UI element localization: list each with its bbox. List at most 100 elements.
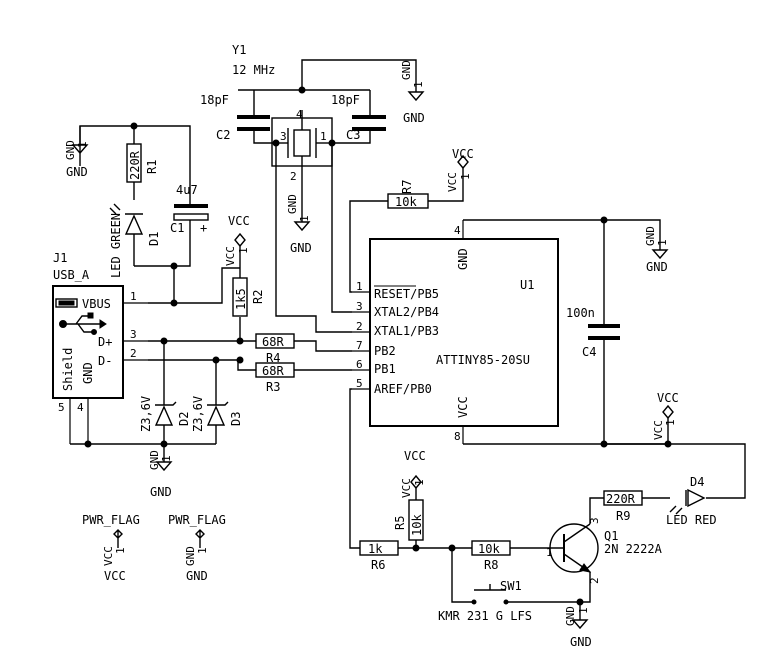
u1-num-vcc: 8 (454, 430, 461, 443)
zener-diode-d3: Z3,6V D3 (191, 396, 243, 432)
u1-vcc-label: VCC (456, 396, 470, 418)
c4-ref: C4 (582, 345, 596, 359)
c1-ref: C1 (170, 221, 184, 235)
y1-value: 12 MHz (232, 63, 275, 77)
q1-ref: Q1 (604, 529, 618, 543)
gnd-pin: 1 (412, 81, 425, 88)
sw1-value: KMR 231 G LFS (438, 609, 532, 623)
u1-pin-xtal2-label: XTAL2/PB4 (374, 305, 439, 319)
c2-ref: C2 (216, 128, 230, 142)
gnd-symbol-usb: GND 1 GND (148, 450, 173, 499)
zener-diode-d2: Z3,6V D2 (139, 396, 191, 432)
gnd-label-rot: GND (148, 450, 161, 470)
r2-value: 1k5 (234, 288, 248, 310)
r2-ref: R2 (251, 290, 265, 304)
gnd-label: GND (66, 165, 88, 179)
u1-value: ATTINY85-20SU (436, 353, 530, 367)
vcc-symbol-u1: VCC VCC 1 (652, 391, 679, 440)
d2-value: Z3,6V (139, 396, 153, 432)
y1-pin-top: 4 (296, 108, 303, 121)
d1-value: LED GREEN (109, 213, 123, 278)
vcc-label-rot: VCC (446, 172, 459, 192)
u1-num-reset: 1 (356, 280, 363, 293)
u1-pin-aref-label: AREF/PB0 (374, 382, 432, 396)
j1-shield-label: Shield (61, 348, 75, 391)
vcc-symbol-r5: VCC VCC 1 (400, 449, 426, 498)
gnd-label-rot: GND (286, 194, 299, 214)
gnd-pin: 1 (196, 547, 209, 554)
resistor-r4: 68R R4 (255, 333, 295, 365)
vcc-label: VCC (452, 147, 474, 161)
r7-ref: R7 (400, 180, 414, 194)
resistor-r3: 68R R3 (255, 362, 295, 394)
resistor-r1: 220R R1 (126, 143, 159, 183)
q1-pin-e: 2 (588, 577, 601, 584)
pwr-flag-label: PWR_FLAG (168, 513, 226, 527)
r7-value: 10k (395, 195, 417, 209)
j1-ref: J1 (53, 251, 67, 265)
c1-value: 4u7 (176, 183, 198, 197)
d3-ref: D3 (229, 412, 243, 426)
u1-num-xtal2: 3 (356, 300, 363, 313)
vcc-label-rot: VCC (224, 246, 237, 266)
j1-pin-gnd: 4 (77, 401, 84, 414)
ic-u1: U1 ATTINY85-20SU RESET/PB5 XTAL2/PB4 XTA… (352, 220, 559, 444)
pwr-flag-vcc: PWR_FLAG VCC 1 VCC (82, 513, 140, 583)
j1-value: USB_A (53, 268, 90, 282)
switch-sw1: SW1 KMR 231 G LFS (438, 579, 532, 623)
y1-pin-bottom: 2 (290, 170, 297, 183)
vcc-pin: 1 (413, 479, 426, 486)
capacitor-c1: 4u7 C1 + (170, 183, 209, 235)
r5-ref: R5 (393, 516, 407, 530)
u1-pin-pb1-label: PB1 (374, 362, 396, 376)
gnd-label-rot: GND (644, 226, 657, 246)
gnd-label: GND (403, 111, 425, 125)
vcc-pin: 1 (237, 247, 250, 254)
j1-pin-dminus: 2 (130, 347, 137, 360)
vcc-pin: 1 (664, 419, 677, 426)
vcc-symbol-r2: VCC VCC 1 (224, 214, 250, 266)
capacitor-c2: 18pF C2 (200, 93, 270, 142)
j1-pin-shield: 5 (58, 401, 65, 414)
gnd-symbol-power-led: GND 1 GND (64, 126, 89, 179)
resistor-r8: 10k R8 (471, 540, 511, 572)
vcc-pin: 1 (459, 173, 472, 180)
power-led-wiring (79, 122, 191, 307)
r4-ref: R4 (266, 351, 280, 365)
vcc-label-rot: VCC (102, 546, 115, 566)
r1-value: 220R (128, 150, 142, 180)
d1-ref: D1 (147, 232, 161, 246)
u1-num-pb2: 7 (356, 339, 363, 352)
resistor-r2: 1k5 R2 (232, 268, 265, 317)
y1-pin-left: 3 (280, 130, 287, 143)
r9-value: 220R (606, 492, 636, 506)
vcc-label: VCC (228, 214, 250, 228)
gnd-pin: 1 (577, 607, 590, 614)
gnd-pin: 1 (160, 455, 173, 462)
crystal-y1: Y1 12 MHz 3 4 1 2 (232, 43, 333, 183)
pwr-flag-gnd: PWR_FLAG GND 1 GND (168, 513, 226, 583)
u1-pin-pb2-label: PB2 (374, 344, 396, 358)
gnd-symbol-u1: GND 1 GND (644, 226, 669, 274)
j1-gnd-label: GND (81, 362, 95, 384)
crystal-wiring (238, 59, 417, 333)
u1-gnd-label: GND (456, 248, 470, 270)
vcc-label: VCC (657, 391, 679, 405)
y1-ref: Y1 (232, 43, 246, 57)
u1-num-gnd: 4 (454, 224, 461, 237)
r8-value: 10k (478, 542, 500, 556)
y1-pin-right: 1 (320, 130, 327, 143)
u1-num-xtal1: 2 (356, 320, 363, 333)
vcc-label-rot: VCC (652, 420, 665, 440)
j1-dplus-label: D+ (98, 335, 112, 349)
q1-value: 2N 2222A (604, 542, 663, 556)
r1-ref: R1 (145, 160, 159, 174)
u1-pin-reset-label: RESET/PB5 (374, 287, 439, 301)
vcc-label: VCC (404, 449, 426, 463)
c4-value: 100n (566, 306, 595, 320)
d4-value: LED RED (666, 513, 717, 527)
d4-ref: D4 (690, 475, 704, 489)
gnd-label-rot: GND (64, 140, 77, 160)
gnd-label-rot: GND (184, 546, 197, 566)
